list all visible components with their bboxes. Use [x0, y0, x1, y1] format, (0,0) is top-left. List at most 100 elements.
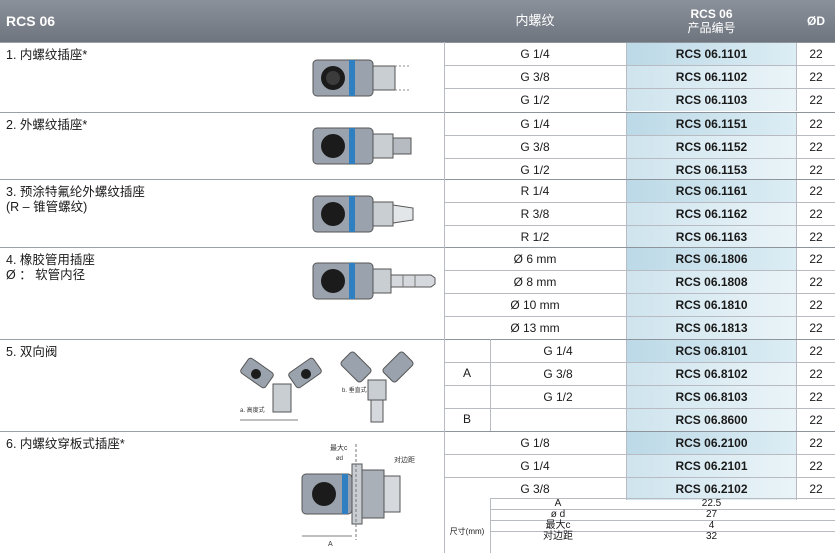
product-code-cell: RCS 06.2100: [626, 432, 797, 454]
thread-cell: R 1/4: [520, 184, 550, 198]
product-code-cell: RCS 06.8102: [626, 363, 797, 385]
od-cell: 22: [809, 93, 823, 107]
dimension-value: 27: [705, 509, 718, 520]
od-cell: 22: [809, 47, 823, 61]
od-cell: 22: [809, 413, 823, 427]
max-c-caption: 最大c: [330, 443, 348, 452]
thread-cell: G 1/8: [520, 436, 550, 450]
group-label: 1. 内螺纹插座*: [6, 48, 88, 62]
left-border: [444, 42, 445, 553]
thread-cell: G 3/8: [520, 140, 550, 154]
dim-a-caption: A: [328, 541, 333, 548]
coupler-male-thread-image: [312, 127, 412, 165]
dimension-row: 最大c 4: [490, 520, 835, 531]
thread-cell: G 1/4: [520, 47, 550, 61]
flat-caption: 对边距: [394, 455, 415, 464]
thread-cell: R 3/8: [520, 207, 550, 221]
group-label: 3. 预涂特氟纶外螺纹插座(R – 锥管螺纹): [6, 185, 145, 215]
valve-b-caption: b. 垂直式: [342, 386, 367, 394]
product-code-cell: RCS 06.1101: [626, 43, 797, 65]
od-cell: 22: [809, 436, 823, 450]
product-code-cell: RCS 06.1103: [626, 89, 797, 111]
product-code-cell: RCS 06.1163: [626, 226, 797, 248]
product-code-cell: RCS 06.1806: [626, 248, 797, 270]
product-code-cell: RCS 06.1810: [626, 294, 797, 316]
coupler-ptfe-thread-image: [312, 195, 414, 233]
dimension-label: 尺寸(mm): [449, 527, 485, 536]
thread-cell: Ø 10 mm: [510, 298, 560, 312]
group-label: 5. 双向阀: [6, 345, 58, 359]
table-row: Ø 6 mm RCS 06.1806 22: [444, 247, 835, 270]
product-code-cell: RCS 06.1161: [626, 180, 797, 202]
od-column-header: ØD: [797, 0, 835, 42]
dimension-value: 4: [708, 520, 715, 531]
group-6: 6. 内螺纹穿板式插座* 最大c 对边距 ød A: [0, 431, 444, 553]
product-code-cell: RCS 06.1813: [626, 317, 797, 339]
od-cell: 22: [809, 70, 823, 84]
product-code-cell: RCS 06.2101: [626, 455, 797, 477]
variant-divider: [490, 339, 491, 431]
od-cell: 22: [809, 459, 823, 473]
variant-a-label: A: [462, 366, 471, 380]
table-row: G 1/2 RCS 06.1103 22: [444, 88, 835, 111]
thread-cell: [490, 409, 626, 431]
code-column-label: 产品编号: [687, 21, 736, 35]
table-row: G 1/8 RCS 06.2100 22: [444, 431, 835, 454]
od-cell: 22: [809, 140, 823, 154]
od-cell: 22: [809, 367, 823, 381]
od-cell: 22: [809, 252, 823, 266]
thread-cell: Ø 6 mm: [513, 252, 557, 266]
group-subtitle: (R – 锥管螺纹): [6, 200, 88, 214]
thread-cell: G 1/2: [520, 93, 550, 107]
coupler-female-thread-image: [312, 59, 410, 97]
table-title: RCS 06: [0, 0, 444, 42]
dimension-name: 最大c: [545, 520, 571, 531]
od-cell: 22: [809, 117, 823, 131]
variant-b-label: B: [462, 412, 471, 426]
od-caption: ød: [336, 456, 343, 462]
group-subtitle: Ø ： 软管内径: [6, 268, 86, 282]
table-row: G 1/4 RCS 06.1101 22: [444, 42, 835, 65]
thread-column-header: 内螺纹: [444, 0, 626, 42]
group-2: 2. 外螺纹插座*: [0, 112, 444, 179]
product-code-cell: RCS 06.1102: [626, 66, 797, 88]
od-cell: 22: [809, 230, 823, 244]
thread-cell: G 3/8: [520, 482, 550, 496]
od-cell: 22: [809, 344, 823, 358]
group-title: 3. 预涂特氟纶外螺纹插座: [6, 185, 145, 199]
group-5: 5. 双向阀 a. 高度式 b. 垂直式: [0, 339, 444, 431]
group-label: 6. 内螺纹穿板式插座*: [6, 437, 125, 451]
thread-cell: R 1/2: [520, 230, 550, 244]
od-cell: 22: [809, 298, 823, 312]
product-code-cell: RCS 06.1153: [626, 159, 797, 181]
dimension-value: 32: [705, 531, 718, 542]
thread-cell: G 3/8: [520, 70, 550, 84]
od-cell: 22: [809, 207, 823, 221]
valve-a-caption: a. 高度式: [240, 406, 265, 414]
coupler-hose-barb-image: [312, 262, 436, 300]
two-way-valve-image-b: b. 垂直式: [340, 351, 414, 423]
group-title: 4. 橡胶管用插座: [6, 253, 95, 267]
od-cell: 22: [809, 390, 823, 404]
two-way-valve-image-a: a. 高度式: [240, 357, 322, 421]
product-code-cell: RCS 06.8600: [626, 409, 797, 431]
table-row: G 3/8 RCS 06.1102 22: [444, 65, 835, 88]
thread-cell: Ø 13 mm: [510, 321, 560, 335]
code-column-series: RCS 06: [690, 7, 733, 21]
od-cell: 22: [809, 275, 823, 289]
